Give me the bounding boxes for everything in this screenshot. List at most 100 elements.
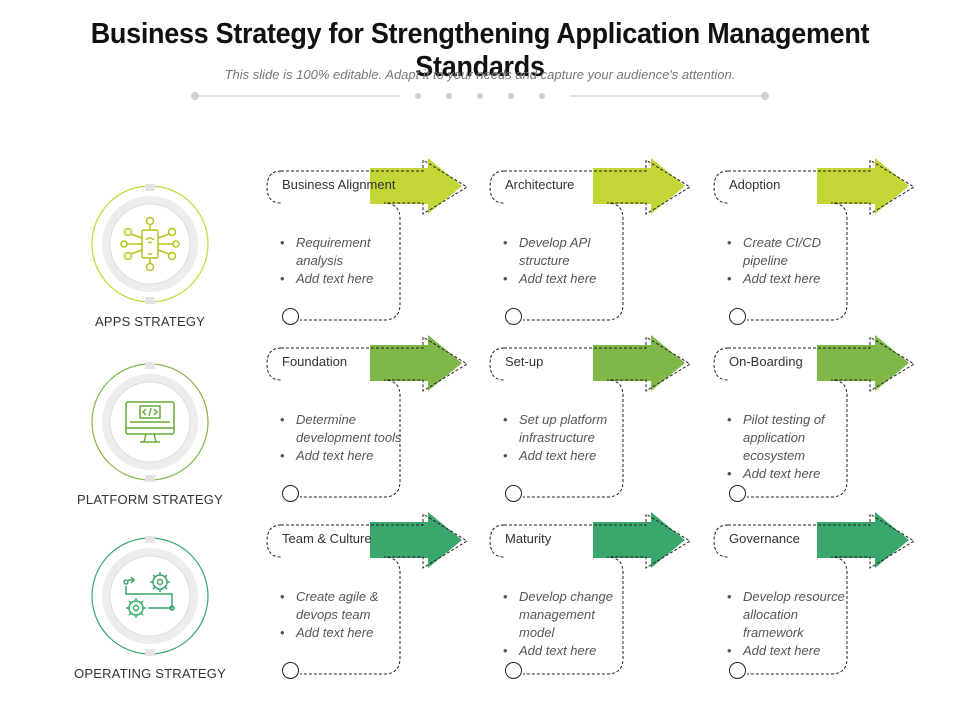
- bullet-marker: •: [727, 412, 732, 427]
- bullet-marker: •: [280, 412, 285, 427]
- bullet-text: Set up platform infrastructure: [519, 412, 608, 445]
- card-frame: [713, 335, 915, 498]
- card-pin-circle: [505, 308, 522, 325]
- card-bullet-list: • Create agile & devops team •Add text her…: [280, 588, 406, 642]
- card-title: Team & Culture: [282, 531, 372, 546]
- bullet-marker: •: [280, 271, 285, 286]
- card-title: Business Alignment: [282, 177, 396, 192]
- strategy-label: OPERATING STRATEGY: [74, 666, 226, 681]
- card-bullet-item: • Add text here: [280, 270, 406, 288]
- card-bullet-item: •Develop API structure: [503, 234, 629, 270]
- strategy-apps: APPS STRATEGY: [70, 176, 230, 336]
- card-bullet-list: •Develop change management model• Add tex…: [503, 588, 629, 660]
- arrow-shape: [593, 335, 685, 391]
- card-bullet-list: • Requirement analysis • Add text here: [280, 234, 406, 288]
- card-frame: [266, 512, 468, 675]
- card-frame: [713, 512, 915, 675]
- strategy-badge: [90, 534, 210, 658]
- step-card-r2c3: On-Boarding •Pilot testing of applicatio…: [713, 335, 915, 505]
- bullet-text: Develop change management model: [519, 589, 613, 640]
- slide-title: Business Strategy for Strengthening Appl…: [90, 18, 870, 83]
- card-frame: [713, 158, 915, 321]
- card-pin-circle: [505, 485, 522, 502]
- card-bullet-item: • Develop resource allocation framework: [727, 588, 855, 642]
- card-bullet-item: • Set up platform infrastructure: [503, 411, 629, 447]
- step-card-r1c1: Business Alignment • Requirement analysis…: [266, 158, 468, 328]
- strategy-label: PLATFORM STRATEGY: [77, 492, 223, 507]
- card-bullet-item: • Create CI/CD pipeline: [727, 234, 855, 270]
- card-bullet-list: • Determine development tools • Add text he…: [280, 411, 406, 465]
- bullet-text: Add text here: [743, 466, 821, 481]
- arrow-shape: [370, 512, 462, 568]
- arrow-shape: [593, 158, 685, 214]
- bullet-marker: •: [503, 412, 508, 427]
- card-bullet-list: • Set up platform infrastructure • Add text…: [503, 411, 629, 465]
- card-title: On-Boarding: [729, 354, 803, 369]
- bullet-marker: •: [727, 235, 732, 250]
- bullet-text: Requirement analysis: [296, 235, 371, 268]
- card-bullet-item: • Add text here: [280, 447, 406, 465]
- card-frame: [266, 335, 468, 498]
- bullet-marker: •: [727, 271, 732, 286]
- decorative-divider: [191, 92, 769, 100]
- card-bullet-item: • Add text here: [503, 447, 629, 465]
- card-bullet-item: •Add text here: [727, 270, 855, 288]
- arrow-shape: [370, 335, 462, 391]
- bullet-text: Determine development tools: [296, 412, 402, 445]
- card-bullet-item: •Add text here: [280, 624, 406, 642]
- arrow-shape: [817, 335, 909, 391]
- bullet-marker: •: [503, 448, 508, 463]
- bullet-marker: •: [503, 271, 508, 286]
- card-bullet-item: • Add text here: [503, 270, 629, 288]
- bullet-marker: •: [503, 643, 508, 658]
- card-title: Governance: [729, 531, 800, 546]
- step-card-r2c1: Foundation •Determine development tools•…: [266, 335, 468, 505]
- card-bullet-list: • Develop resource allocation framework •A…: [727, 588, 855, 660]
- bullet-text: Add text here: [296, 448, 374, 463]
- strategy-badge: [90, 360, 210, 484]
- card-pin-circle: [282, 485, 299, 502]
- bullet-marker: •: [280, 448, 285, 463]
- arrow-shape: [817, 512, 909, 568]
- card-frame: [489, 512, 691, 675]
- card-frame: [266, 158, 468, 321]
- bullet-text: Create agile & devops team: [296, 589, 379, 622]
- card-title: Foundation: [282, 354, 348, 369]
- bullet-marker: •: [280, 235, 285, 250]
- step-card-r3c2: Maturity •Develop change management mode…: [489, 512, 691, 682]
- step-card-r3c3: Governance • Develop resource allocation …: [713, 512, 915, 682]
- bullet-text: Add text here: [296, 271, 374, 286]
- card-bullet-item: •Add text here: [727, 642, 855, 660]
- card-title: Adoption: [729, 177, 781, 192]
- card-bullet-item: • Requirement analysis: [280, 234, 406, 270]
- card-bullet-item: • Add text here: [503, 642, 629, 660]
- step-card-r1c2: Architecture •Develop API structure•Add …: [489, 158, 691, 328]
- bullet-text: Add text here: [519, 271, 597, 286]
- bullet-text: Add text here: [743, 643, 821, 658]
- bullet-marker: •: [727, 589, 732, 604]
- strategy-ring: [91, 182, 209, 306]
- smartphone-network-icon: [120, 216, 180, 272]
- card-bullet-item: • Create agile & devops team: [280, 588, 406, 624]
- card-frame: [489, 158, 691, 321]
- strategy-badge: [90, 182, 210, 306]
- step-card-r2c2: Set-up • Set up platform infrastructure • A…: [489, 335, 691, 505]
- card-pin-circle: [282, 308, 299, 325]
- bullet-text: Add text here: [519, 643, 597, 658]
- card-bullet-item: •Develop change management model: [503, 588, 629, 642]
- strategy-operating: OPERATING STRATEGY: [70, 528, 230, 688]
- arrow-shape: [593, 512, 685, 568]
- step-card-r1c3: Adoption • Create CI/CD pipeline •Add text…: [713, 158, 915, 328]
- bullet-text: Develop resource allocation framework: [743, 589, 845, 640]
- bullet-marker: •: [503, 235, 508, 250]
- arrow-shape: [817, 158, 909, 214]
- strategy-platform: PLATFORM STRATEGY: [70, 354, 230, 514]
- card-pin-circle: [729, 485, 746, 502]
- bullet-text: Create CI/CD pipeline: [743, 235, 822, 268]
- bullet-text: Add text here: [519, 448, 597, 463]
- step-card-r3c1: Team & Culture • Create agile & devops te…: [266, 512, 468, 682]
- strategy-label: APPS STRATEGY: [95, 314, 205, 329]
- bullet-marker: •: [280, 589, 285, 604]
- card-title: Set-up: [505, 354, 544, 369]
- card-bullet-list: • Create CI/CD pipeline •Add text here: [727, 234, 855, 288]
